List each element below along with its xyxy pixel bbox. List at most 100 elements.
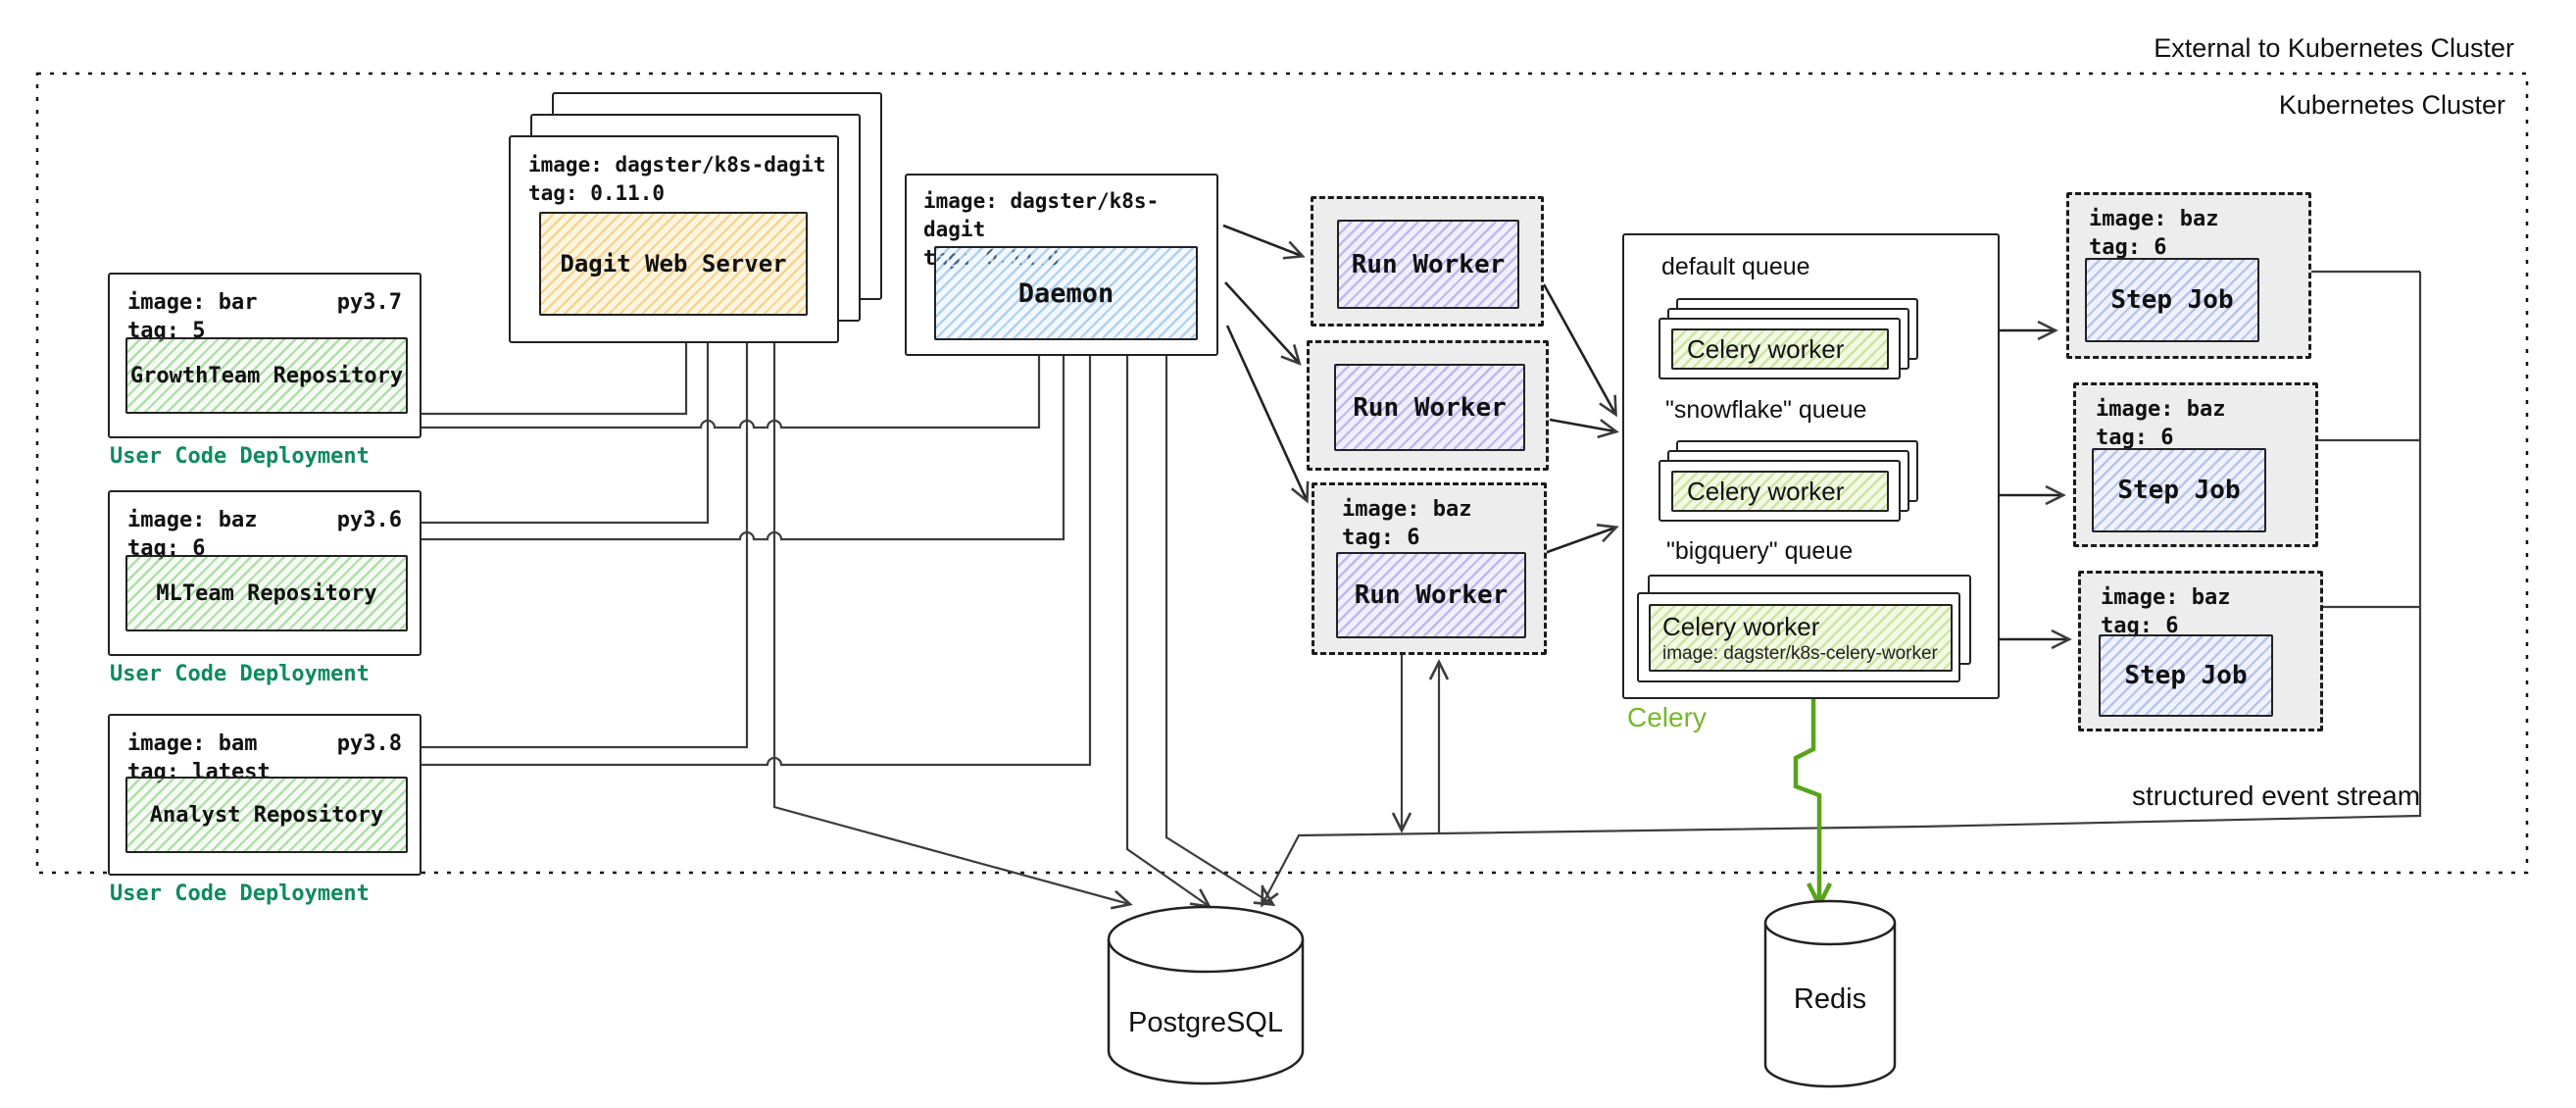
wire-repo3-daemon — [421, 356, 1092, 767]
repository-box: MLTeam Repository — [125, 555, 408, 631]
celery-worker-stack-snowflake: Celery worker — [1659, 440, 1918, 541]
wire-stepjobs-bus — [2310, 270, 2420, 609]
queue-label-snowflake: "snowflake" queue — [1665, 396, 1867, 424]
queue-label-bigquery: "bigquery" queue — [1666, 537, 1854, 565]
celery-box: default queue Celery worker "snowflake" … — [1622, 233, 2000, 699]
run-worker-label: Run Worker — [1351, 249, 1506, 279]
celery-worker-stack-default: Celery worker — [1659, 298, 1918, 399]
run-worker-box: Run Worker — [1334, 364, 1525, 451]
step-job-label: Step Job — [2110, 285, 2234, 315]
kubernetes-cluster-label: Kubernetes Cluster — [2278, 90, 2505, 120]
wire-dagit-postgres — [772, 343, 1133, 910]
step-job-tag: tag: 6 — [2101, 614, 2179, 638]
repository-box: GrowthTeam Repository — [125, 337, 408, 414]
run-worker-label: Run Worker — [1354, 580, 1509, 610]
step-job-image: image: baz — [2096, 397, 2226, 422]
celery-worker-label: Celery worker — [1662, 611, 1820, 641]
step-job-tag: tag: 6 — [2089, 235, 2167, 260]
deployment-image: image: bar — [127, 290, 258, 315]
step-job-label: Step Job — [2124, 661, 2248, 690]
postgres-wires — [772, 343, 1450, 910]
user-code-deployment-caption-2: User Code Deployment — [110, 662, 370, 686]
daemon-label: Daemon — [1017, 277, 1115, 309]
arrow-daemon-runworker1 — [1222, 224, 1306, 260]
arrow-runworker1-celery — [1542, 283, 1617, 418]
stack-card-front: Celery worker — [1659, 318, 1901, 379]
celery-worker-stack-bigquery: Celery worker image: dagster/k8s-celery-… — [1637, 575, 1971, 682]
user-code-deployment-caption-1: User Code Deployment — [110, 444, 370, 469]
deployment-image: image: bam — [127, 731, 258, 756]
step-job-pod-1: image: baz tag: 6 Step Job — [2066, 192, 2311, 359]
arrow-daemon-runworker2 — [1224, 281, 1302, 366]
arrow-daemon-runworker3 — [1225, 325, 1310, 504]
external-cluster-label: External to Kubernetes Cluster — [2154, 33, 2514, 63]
python-version-badge: py3.6 — [336, 508, 402, 532]
run-worker-label: Run Worker — [1353, 392, 1507, 423]
repository-label: GrowthTeam Repository — [129, 363, 404, 388]
step-job-label: Step Job — [2117, 476, 2241, 505]
celery-worker-box: Celery worker image: dagster/k8s-celery-… — [1649, 604, 1953, 672]
step-job-image: image: baz — [2101, 585, 2231, 610]
user-code-deployment-3: image: bam tag: latest py3.8 Analyst Rep… — [108, 714, 421, 876]
run-worker-image: image: baz — [1342, 497, 1472, 522]
python-version-badge: py3.7 — [336, 290, 402, 315]
user-code-deployment-caption-3: User Code Deployment — [110, 881, 370, 906]
daemon-box: Daemon — [934, 246, 1198, 340]
grpc-wires — [421, 343, 1092, 767]
celery-worker-label: Celery worker — [1687, 333, 1845, 364]
dagit-web-server-label: Dagit Web Server — [560, 250, 787, 277]
wire-daemon-postgres-1 — [1125, 356, 1213, 909]
user-code-deployment-1: image: bar tag: 5 py3.7 GrowthTeam Repos… — [108, 273, 421, 438]
dagit-pod: image: dagster/k8s-dagit tag: 0.11.0 Dag… — [509, 135, 839, 343]
dagit-tag: tag: 0.11.0 — [528, 181, 666, 205]
event-stream-label: structured event stream — [2131, 781, 2421, 811]
step-job-box: Step Job — [2099, 634, 2273, 717]
wire-repo1-daemon — [421, 356, 1041, 429]
wire-repo2-dagit — [421, 343, 710, 525]
wire-repo2-daemon — [421, 356, 1065, 541]
dagit-web-server-box: Dagit Web Server — [539, 212, 808, 316]
daemon-pod: image: dagster/k8s-dagit tag: 0.11.0 Dae… — [905, 174, 1218, 356]
run-worker-box: Run Worker — [1336, 552, 1526, 638]
python-version-badge: py3.8 — [336, 731, 402, 756]
run-worker-pod-2: Run Worker — [1307, 340, 1549, 471]
postgres-label: PostgreSQL — [1128, 1007, 1283, 1038]
queue-label-default: default queue — [1661, 253, 1810, 280]
step-job-box: Step Job — [2092, 448, 2266, 532]
run-worker-tag: tag: 6 — [1342, 526, 1420, 550]
run-worker-pod-1: Run Worker — [1311, 196, 1544, 327]
run-worker-pod-3: image: baz tag: 6 Run Worker — [1312, 482, 1547, 655]
repository-box: Analyst Repository — [125, 777, 408, 853]
redis-cylinder: Redis — [1763, 899, 1897, 1088]
user-code-deployment-2: image: baz tag: 6 py3.6 MLTeam Repositor… — [108, 490, 421, 656]
celery-caption: Celery — [1627, 702, 1707, 732]
wire-repo1-dagit — [421, 343, 688, 416]
celery-worker-box: Celery worker — [1671, 471, 1889, 512]
step-job-image: image: baz — [2089, 207, 2219, 231]
celery-worker-label: Celery worker — [1687, 476, 1845, 506]
celery-worker-image: image: dagster/k8s-celery-worker — [1662, 642, 1938, 664]
wire-celery-redis — [1793, 699, 1819, 904]
step-job-tag: tag: 6 — [2096, 426, 2174, 450]
postgres-cylinder: PostgreSQL — [1107, 905, 1305, 1085]
stack-card-front: Celery worker — [1659, 460, 1901, 522]
dagit-image: image: dagster/k8s-dagit — [528, 153, 826, 176]
stack-card-front: Celery worker image: dagster/k8s-celery-… — [1637, 592, 1960, 682]
repository-label: MLTeam Repository — [156, 580, 377, 606]
arrow-runworker2-celery — [1549, 418, 1619, 439]
wire-event-stream-postgres — [1261, 272, 2422, 908]
event-stream-wires — [1261, 270, 2422, 908]
step-job-pod-3: image: baz tag: 6 Step Job — [2078, 571, 2323, 731]
run-worker-box: Run Worker — [1337, 220, 1519, 309]
redis-label: Redis — [1794, 983, 1866, 1015]
wire-daemon-postgres-2 — [1164, 356, 1276, 907]
repository-label: Analyst Repository — [149, 802, 384, 828]
daemon-image: image: dagster/k8s-dagit — [923, 189, 1160, 241]
step-job-pod-2: image: baz tag: 6 Step Job — [2073, 382, 2318, 547]
wire-repo3-dagit — [421, 343, 749, 749]
deployment-image: image: baz — [127, 508, 258, 532]
celery-worker-box: Celery worker — [1671, 328, 1889, 370]
arrow-runworker3-celery — [1541, 523, 1619, 556]
